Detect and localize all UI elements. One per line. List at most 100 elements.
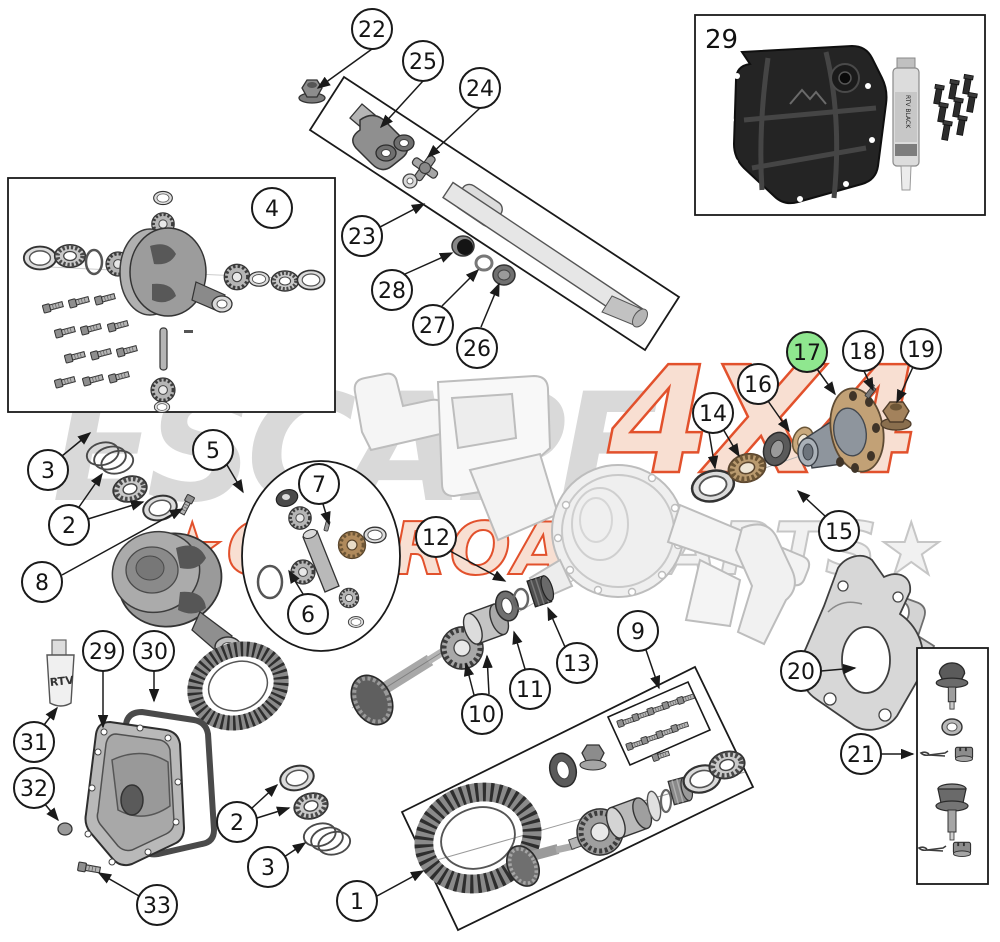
leader-line-2-left [78, 472, 103, 508]
leader-line-1 [376, 870, 425, 897]
callout-12[interactable]: 12 [415, 516, 457, 558]
callout-circle-22[interactable] [351, 8, 393, 50]
callout-11[interactable]: 11 [509, 668, 551, 710]
flange-nut [298, 79, 326, 104]
callout-4[interactable]: 4 [251, 187, 293, 229]
callout-15[interactable]: 15 [818, 510, 860, 552]
callout-circle-10[interactable] [461, 693, 503, 735]
callout-29[interactable]: 29 [82, 630, 124, 672]
callout-circle-27[interactable] [412, 304, 454, 346]
callout-circle-13[interactable] [556, 642, 598, 684]
callout-26[interactable]: 26 [456, 327, 498, 369]
callout-18[interactable]: 18 [842, 330, 884, 372]
callout-circle-31[interactable] [13, 721, 55, 763]
leader-line-6 [288, 569, 304, 595]
callout-circle-2-left[interactable] [48, 504, 90, 546]
callout-14[interactable]: 14 [692, 392, 734, 434]
callout-circle-19[interactable] [900, 328, 942, 370]
callout-number-7: 7 [312, 473, 326, 498]
callout-20[interactable]: 20 [780, 650, 822, 692]
callout-2-bottom[interactable]: 2 [216, 801, 258, 843]
callout-24[interactable]: 24 [459, 67, 501, 109]
callout-number-24: 24 [466, 77, 494, 102]
callout-circle-12[interactable] [415, 516, 457, 558]
callout-1[interactable]: 1 [336, 880, 378, 922]
leader-line-14 [707, 431, 719, 470]
callout-3-bottom[interactable]: 3 [247, 846, 289, 888]
leader-line-26 [480, 282, 500, 328]
callout-number-3-left: 3 [41, 459, 55, 484]
callout-circle-29[interactable] [82, 630, 124, 672]
callout-circle-23[interactable] [341, 215, 383, 257]
callout-circle-4[interactable] [251, 187, 293, 229]
callout-circle-9[interactable] [617, 610, 659, 652]
callout-13[interactable]: 13 [556, 642, 598, 684]
callout-27[interactable]: 27 [412, 304, 454, 346]
callout-circle-21[interactable] [840, 733, 882, 775]
callout-32[interactable]: 32 [13, 767, 55, 809]
leader-line-13 [547, 606, 566, 648]
callout-7[interactable]: 7 [298, 463, 340, 505]
callout-circle-16[interactable] [737, 363, 779, 405]
callout-10[interactable]: 10 [461, 693, 503, 735]
callout-6[interactable]: 6 [287, 593, 329, 635]
callout-19[interactable]: 19 [900, 328, 942, 370]
callout-number-6: 6 [301, 603, 315, 628]
callout-circle-14[interactable] [692, 392, 734, 434]
callout-5[interactable]: 5 [192, 429, 234, 471]
callout-33[interactable]: 33 [136, 884, 178, 926]
rtv-tube-label: RTV [49, 674, 75, 689]
callout-circle-28[interactable] [371, 269, 413, 311]
callout-number-4: 4 [265, 197, 279, 222]
diff-cover-photo [728, 44, 888, 205]
callout-number-27: 27 [419, 314, 447, 339]
group-box-cover-kit-photo: 29 RTV BLACK [694, 14, 986, 216]
callout-circle-20[interactable] [780, 650, 822, 692]
callout-circle-25[interactable] [402, 40, 444, 82]
callout-2-left[interactable]: 2 [48, 504, 90, 546]
callout-number-19: 19 [907, 338, 935, 363]
sealant-tube-photo: RTV BLACK [892, 57, 920, 191]
callout-number-22: 22 [358, 18, 386, 43]
callout-16[interactable]: 16 [737, 363, 779, 405]
leader-line-15 [796, 489, 826, 517]
callout-circle-2-bottom[interactable] [216, 801, 258, 843]
callout-circle-6[interactable] [287, 593, 329, 635]
callout-number-15: 15 [825, 520, 853, 545]
callout-28[interactable]: 28 [371, 269, 413, 311]
callout-9[interactable]: 9 [617, 610, 659, 652]
callout-circle-33[interactable] [136, 884, 178, 926]
callout-number-2-left: 2 [62, 514, 76, 539]
callout-30[interactable]: 30 [133, 630, 175, 672]
callout-25[interactable]: 25 [402, 40, 444, 82]
callout-circle-3-left[interactable] [27, 449, 69, 491]
pinion-nut-kit [579, 744, 607, 771]
callout-number-5: 5 [206, 439, 220, 464]
callout-circle-17[interactable] [786, 331, 828, 373]
callout-circle-26[interactable] [456, 327, 498, 369]
callout-circle-30[interactable] [133, 630, 175, 672]
callout-circle-18[interactable] [842, 330, 884, 372]
callout-number-2-bottom: 2 [230, 811, 244, 836]
callout-22[interactable]: 22 [351, 8, 393, 50]
photo-box-number: 29 [705, 25, 738, 55]
callout-8[interactable]: 8 [21, 561, 63, 603]
callout-circle-11[interactable] [509, 668, 551, 710]
callout-number-21: 21 [847, 743, 875, 768]
sealant-tube-label: RTV BLACK [904, 95, 911, 129]
callout-3-left[interactable]: 3 [27, 449, 69, 491]
callout-23[interactable]: 23 [341, 215, 383, 257]
callout-17[interactable]: 17 [786, 331, 828, 373]
callout-circle-1[interactable] [336, 880, 378, 922]
callout-circle-32[interactable] [13, 767, 55, 809]
callout-circle-7[interactable] [298, 463, 340, 505]
callout-circle-5[interactable] [192, 429, 234, 471]
callout-circle-24[interactable] [459, 67, 501, 109]
callout-circle-15[interactable] [818, 510, 860, 552]
callout-circle-8[interactable] [21, 561, 63, 603]
callout-31[interactable]: 31 [13, 721, 55, 763]
callout-21[interactable]: 21 [840, 733, 882, 775]
callout-circle-3-bottom[interactable] [247, 846, 289, 888]
callout-number-25: 25 [409, 50, 437, 75]
leader-line-12 [449, 550, 507, 582]
